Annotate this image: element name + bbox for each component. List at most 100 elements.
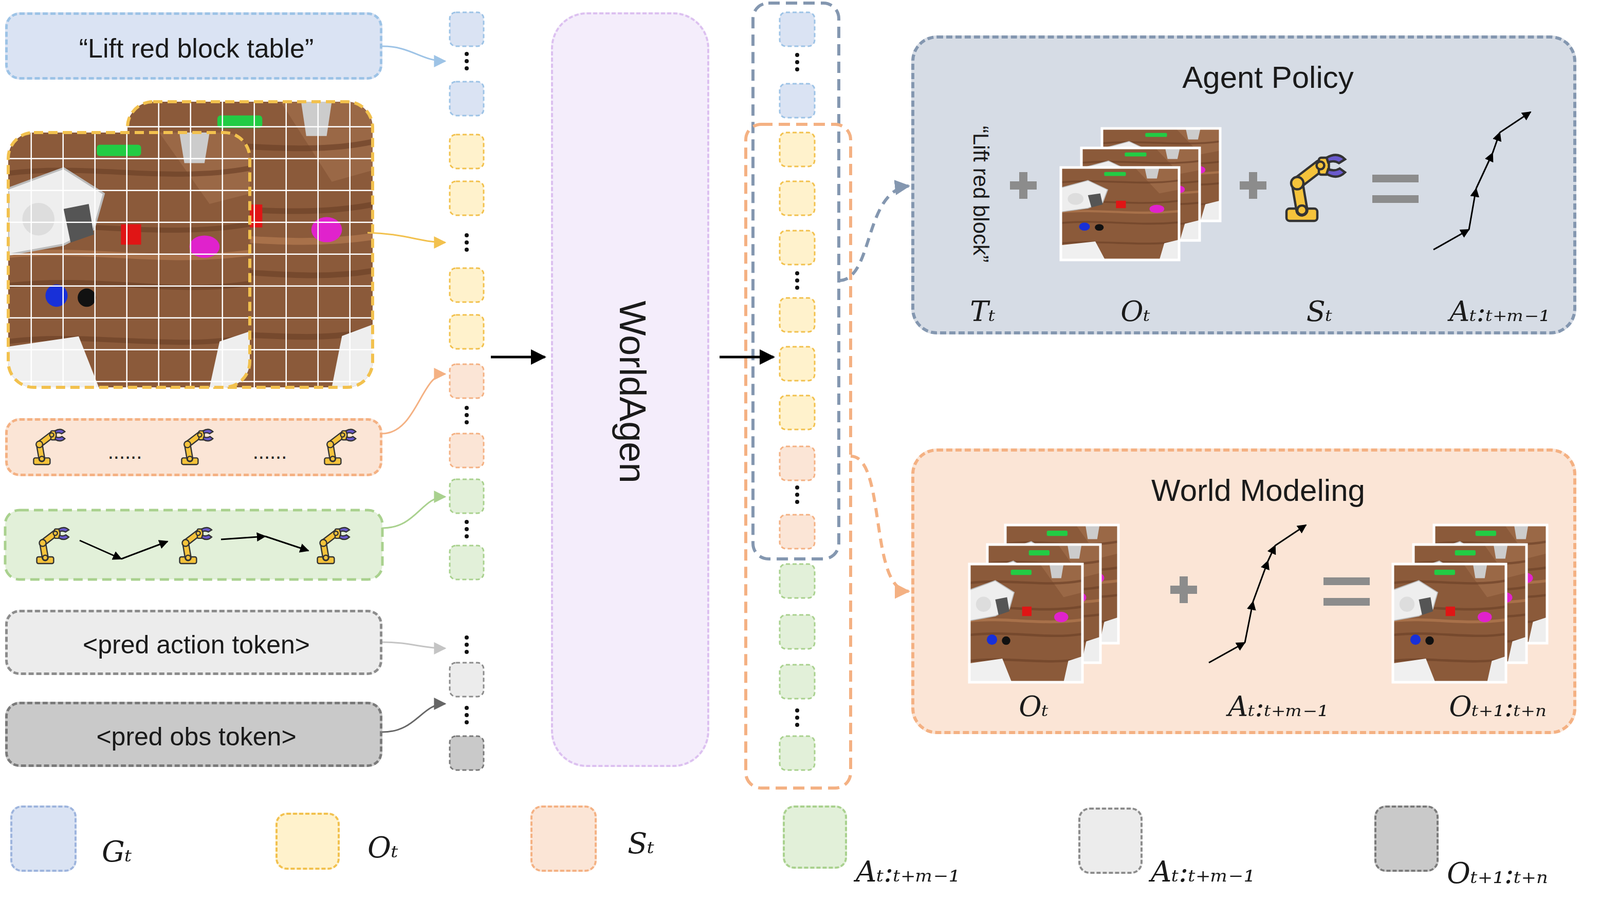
policy-illustration	[1101, 128, 1221, 222]
node-text: Aₜ:ₜ₊ₘ₋₁	[1449, 296, 1551, 327]
world-model-illustration	[1170, 576, 1370, 606]
input-image-front	[8, 132, 250, 388]
token	[779, 736, 815, 771]
ellipsis-dot	[464, 534, 469, 539]
ellipsis-dot	[464, 66, 469, 71]
node-label: ......	[107, 440, 143, 464]
node-label: World Modeling	[1151, 473, 1366, 508]
prompt-box: “Lift red block table”	[5, 12, 383, 80]
legend-swatch	[275, 813, 340, 871]
observation-query-box: <pred obs token>	[5, 702, 383, 768]
policy-illustration	[1009, 181, 1037, 190]
ellipsis-dot	[795, 285, 800, 290]
action-sequence-box	[317, 527, 350, 564]
world-model-illustration	[1208, 525, 1307, 664]
token	[449, 268, 484, 303]
token-columns	[449, 12, 815, 771]
node-text: “Lift red block”	[968, 125, 993, 263]
ellipsis-dot	[464, 406, 469, 411]
ellipsis-dot	[464, 650, 469, 655]
token	[449, 663, 484, 697]
token	[449, 736, 484, 771]
token	[449, 479, 484, 514]
node-text: Oₜ₊₁:ₜ₊ₙ	[1448, 691, 1547, 723]
ellipsis-dot	[464, 51, 469, 57]
node-text: Aₜ:ₜ₊ₘ₋₁	[1227, 691, 1329, 723]
ellipsis-dot	[795, 715, 800, 721]
policy-illustration	[1101, 128, 1221, 222]
ellipsis-dot	[464, 642, 469, 648]
node-text: Oₜ	[1018, 691, 1049, 723]
node-label: “Lift red block table”	[79, 33, 315, 64]
token	[779, 446, 815, 481]
input-arrows	[367, 232, 446, 243]
token	[779, 12, 815, 47]
dashed-branch-arrows	[838, 186, 909, 281]
policy-illustration	[1492, 132, 1500, 154]
flow-arrows	[719, 356, 774, 359]
action-sequence-box	[179, 527, 212, 564]
ellipsis-dot	[795, 500, 800, 505]
legend-swatch	[1374, 805, 1439, 873]
legend-label: Sₜ	[627, 828, 655, 860]
policy-illustration	[1060, 167, 1180, 261]
world-model-illustration	[1275, 525, 1307, 546]
policy-illustration	[1286, 155, 1346, 222]
ellipsis-dot	[464, 720, 469, 725]
input-image-front	[8, 132, 250, 388]
action-sequence-box	[221, 536, 266, 540]
legend-label: Oₜ	[367, 832, 399, 864]
ellipsis-dot	[464, 240, 469, 245]
ellipsis-dot	[795, 52, 800, 58]
world-model-illustration	[1433, 525, 1548, 644]
world-model-illustration	[1413, 544, 1527, 664]
token	[779, 230, 815, 265]
token	[449, 81, 484, 116]
world-model-illustration	[1253, 561, 1268, 602]
ellipsis-dot	[795, 485, 800, 490]
world-model-illustration	[1005, 525, 1119, 644]
world-model-illustration	[1005, 525, 1119, 644]
ellipsis-dot	[795, 723, 800, 728]
token	[449, 315, 484, 349]
policy-bracket	[752, 3, 839, 560]
ellipsis-dot	[795, 271, 800, 276]
ellipsis-dot	[464, 713, 469, 718]
world-model-illustration	[987, 544, 1101, 664]
world-model-illustration	[1413, 544, 1527, 664]
state-icons	[324, 429, 356, 465]
ellipsis-dot	[795, 708, 800, 713]
world-model-illustration	[1392, 564, 1506, 683]
node-label: <pred obs token>	[96, 723, 297, 752]
ellipsis-dot	[464, 59, 469, 64]
ellipsis-dot	[795, 67, 800, 72]
world-model-illustration	[1323, 577, 1370, 586]
node-text: Oₜ	[1120, 296, 1151, 327]
policy-illustration	[1248, 172, 1258, 199]
agent-policy-panel: Agent Policy“Lift red block”TₜOₜSₜAₜ:ₜ₊ₘ…	[911, 35, 1577, 335]
input-arrows	[382, 497, 446, 529]
token	[779, 83, 815, 118]
state-icons	[33, 429, 65, 465]
input-arrows	[382, 46, 446, 62]
policy-illustration	[1433, 229, 1469, 250]
policy-illustration	[1019, 172, 1028, 199]
input-image-front	[8, 132, 250, 388]
ellipsis-dot	[464, 420, 469, 425]
model-block: WorldAgen	[550, 12, 710, 768]
node-label: <pred action token>	[82, 631, 310, 660]
world-model-illustration	[1244, 601, 1254, 643]
policy-illustration	[1009, 112, 1531, 261]
world-model-illustration	[1323, 598, 1370, 606]
policy-illustration	[1009, 172, 1419, 204]
input-arrows	[382, 642, 446, 649]
state-icons	[33, 429, 356, 465]
legend-label: Gₜ	[101, 836, 133, 869]
dashed-branch-arrows	[838, 186, 909, 592]
policy-illustration	[1372, 195, 1419, 204]
ellipsis-dot	[464, 635, 469, 640]
input-image-front	[8, 132, 250, 388]
world-model-illustration	[1433, 525, 1548, 644]
